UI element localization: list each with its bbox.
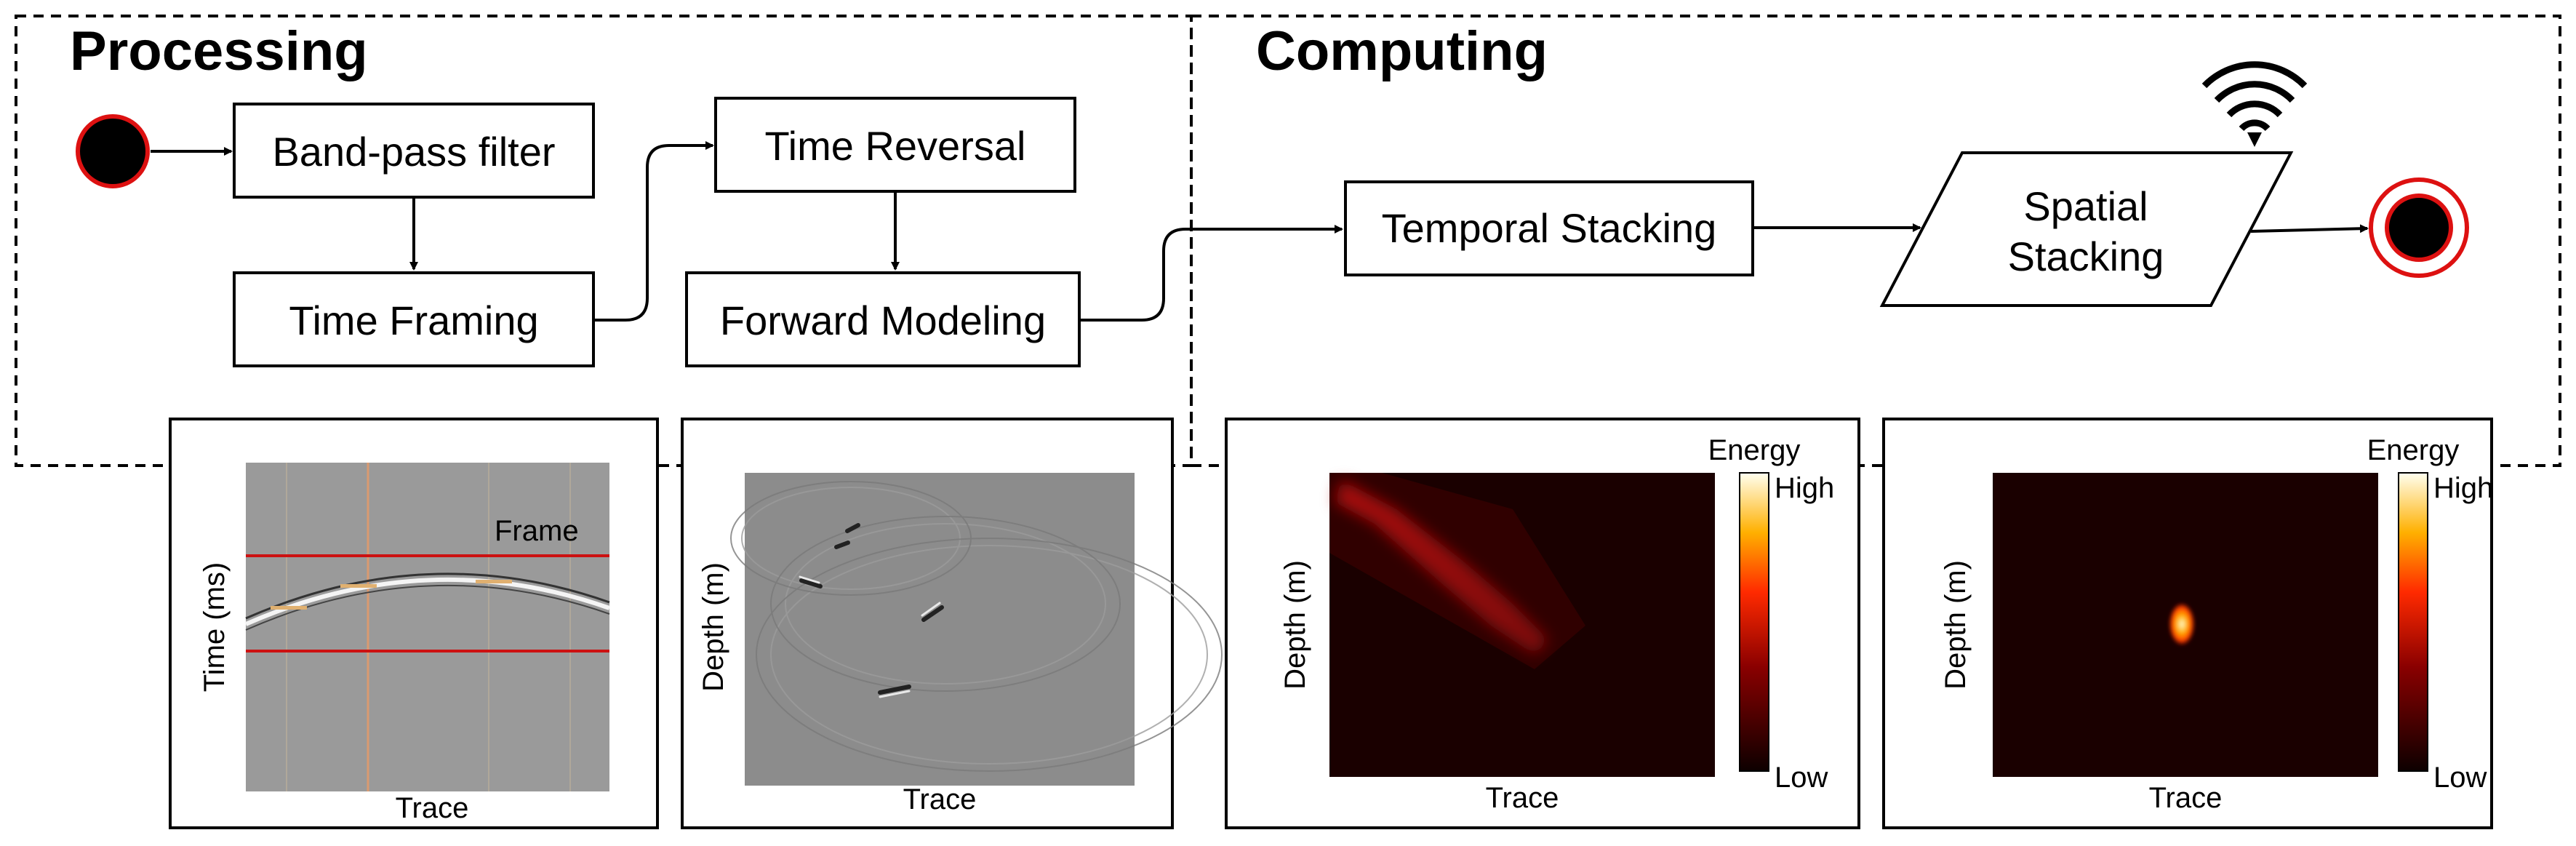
colorbar-high: High	[1775, 472, 1834, 504]
spatial-stacking-parallelogram: Spatial Stacking	[1879, 151, 2294, 307]
svg-text:Band-pass filter: Band-pass filter	[272, 129, 555, 175]
svg-text:Time Framing: Time Framing	[289, 298, 538, 343]
time-framing-box: Time Framing	[233, 271, 595, 367]
time-reversal-box: Time Reversal	[714, 97, 1076, 193]
flow-connectors	[151, 141, 2369, 322]
processing-title: Processing	[70, 20, 368, 82]
hyperbola-event	[244, 577, 610, 626]
energy-hotspot	[2169, 602, 2195, 646]
colorbar-low: Low	[1775, 762, 1828, 794]
colorbar	[2398, 472, 2428, 772]
seismogram-image	[246, 463, 609, 791]
svg-text:Time Reversal: Time Reversal	[765, 123, 1026, 169]
svg-text:Temporal Stacking: Temporal Stacking	[1382, 205, 1717, 251]
panel1-xlabel: Trace	[396, 792, 469, 824]
svg-text:Stacking: Stacking	[2008, 234, 2164, 279]
start-node-icon	[76, 114, 150, 188]
computing-title: Computing	[1256, 20, 1548, 82]
frame-annotation: Frame	[495, 515, 579, 547]
panel2-ylabel: Depth (m)	[697, 562, 729, 692]
wireless-signal-icon	[2201, 61, 2308, 147]
svg-text:Forward Modeling: Forward Modeling	[720, 298, 1046, 343]
colorbar-low: Low	[2433, 762, 2487, 794]
panel-temporal-stacking: Energy High Low Trace Depth (m)	[1225, 418, 1860, 829]
temporal-stacking-box: Temporal Stacking	[1344, 180, 1754, 276]
panel3-xlabel: Trace	[1486, 782, 1559, 814]
panel3-ylabel: Depth (m)	[1279, 560, 1311, 690]
computing-section	[1190, 15, 2561, 467]
panel4-xlabel: Trace	[2149, 782, 2223, 814]
colorbar	[1739, 472, 1769, 772]
processing-section	[15, 15, 1193, 467]
colorbar-title: Energy	[1708, 434, 1801, 466]
colorbar-title: Energy	[2367, 434, 2460, 466]
svg-text:Spatial: Spatial	[2023, 183, 2148, 229]
end-node-icon	[2369, 177, 2469, 278]
forward-modeling-box: Forward Modeling	[685, 271, 1081, 367]
colorbar-high: High	[2433, 472, 2493, 504]
panel2-xlabel: Trace	[903, 783, 977, 815]
wavefield-image	[745, 473, 1135, 786]
panel-forward-modeling: Trace Depth (m)	[681, 418, 1223, 829]
panel4-ylabel: Depth (m)	[1940, 560, 1972, 690]
bandpass-filter-box: Band-pass filter	[233, 103, 595, 199]
panel-time-framing: Frame Trace Time (ms)	[169, 418, 659, 829]
panel-spatial-stacking: Energy High Low Trace Depth (m)	[1882, 418, 2493, 829]
panel1-ylabel: Time (ms)	[199, 562, 231, 692]
